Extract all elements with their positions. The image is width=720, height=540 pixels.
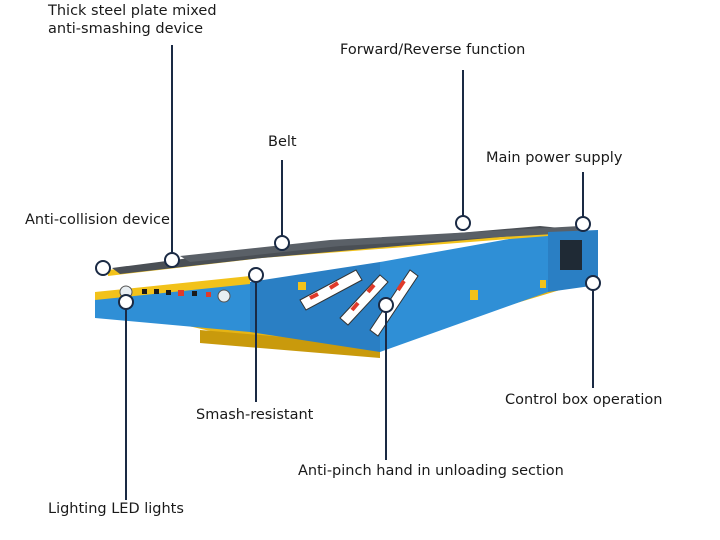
pinch-guard-2 (339, 274, 389, 326)
panel-button (142, 289, 147, 294)
motor-housing (560, 240, 582, 270)
callout-dot-belt (274, 235, 290, 251)
panel-button-red (178, 290, 184, 296)
panel-button (192, 291, 197, 296)
label-steel-plate-line1: Thick steel plate mixed (48, 3, 217, 19)
pinch-guard-1 (299, 269, 363, 311)
label-control-box: Control box operation (505, 392, 663, 408)
panel-button (166, 290, 171, 295)
side-plate (470, 290, 478, 300)
pinch-stripe (350, 301, 360, 312)
label-steel-plate-line2: anti-smashing device (48, 21, 203, 37)
callout-dot-main-power (575, 216, 591, 232)
pinch-stripe (366, 283, 376, 294)
pinch-stripe (396, 279, 406, 292)
conveyor-illustration (95, 226, 598, 358)
main-body-side (380, 232, 548, 352)
belt-surface-upper (180, 226, 590, 262)
base-frame-shadow (200, 330, 380, 358)
panel-button (154, 289, 159, 294)
callout-dot-anti-collision (95, 260, 111, 276)
callout-dot-led-lights (118, 294, 134, 310)
side-plate (298, 282, 306, 290)
callout-dot-forward-reverse (455, 215, 471, 231)
callouts (95, 45, 601, 500)
side-plate (540, 280, 546, 288)
led-light-right (217, 289, 231, 303)
label-belt: Belt (268, 134, 297, 150)
callout-dot-control-box (585, 275, 601, 291)
label-main-power: Main power supply (486, 150, 623, 166)
pinch-guard-3 (369, 269, 419, 337)
pinch-stripe (328, 281, 340, 290)
label-forward-reverse: Forward/Reverse function (340, 42, 526, 58)
callout-dot-anti-pinch (378, 297, 394, 313)
yellow-rail-front (95, 276, 250, 300)
callout-dot-steel-plate (164, 252, 180, 268)
label-anti-pinch: Anti-pinch hand in unloading section (298, 463, 564, 479)
panel-button-red (206, 292, 211, 297)
label-led-lights: Lighting LED lights (48, 501, 184, 517)
label-smash-resistant: Smash-resistant (196, 407, 314, 423)
pinch-stripe (309, 292, 319, 300)
callout-dot-smash-resistant (248, 267, 264, 283)
label-anti-collision: Anti-collision device (25, 212, 170, 228)
